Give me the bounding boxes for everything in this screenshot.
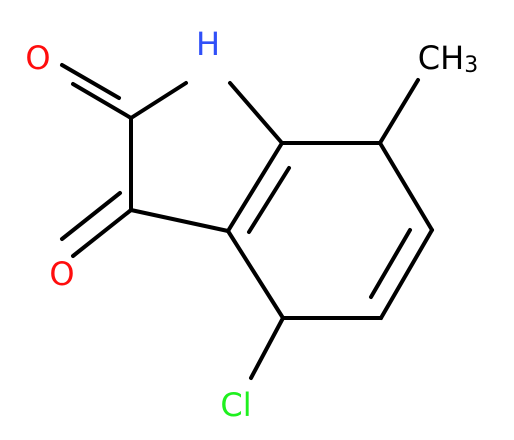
atom-o2: O: [49, 255, 74, 293]
bond-c2-n1: [129, 81, 188, 120]
bond-c3-o2-b: [60, 191, 122, 241]
bond-c2-o1-a: [71, 82, 133, 120]
bond-c7-c6: [378, 141, 434, 232]
bond-c6-c5-b: [369, 228, 412, 299]
bond-c7-methyl: [378, 78, 420, 145]
bond-n1-c7a: [228, 81, 284, 145]
atom-cl: Cl: [220, 386, 251, 424]
methyl-subscript: 3: [464, 53, 478, 78]
bond-c4-cl: [249, 316, 285, 380]
bonds: [60, 63, 434, 380]
bond-c4-c3a: [226, 229, 285, 320]
atom-labels: O O H CH3 Cl: [25, 25, 478, 424]
bond-c7a-c3a-b: [247, 166, 291, 234]
bond-c7a-c3a-a: [226, 141, 284, 233]
atom-methyl: CH3: [418, 39, 478, 78]
bond-c3-o2-a: [71, 208, 133, 258]
bond-c6-c5-a: [379, 228, 434, 320]
bond-c2-o1-b: [60, 63, 121, 100]
atom-o1: O: [25, 39, 50, 77]
methyl-main: CH: [418, 39, 464, 77]
bond-c3-c3a: [129, 208, 230, 233]
atom-nh: H: [196, 25, 220, 63]
